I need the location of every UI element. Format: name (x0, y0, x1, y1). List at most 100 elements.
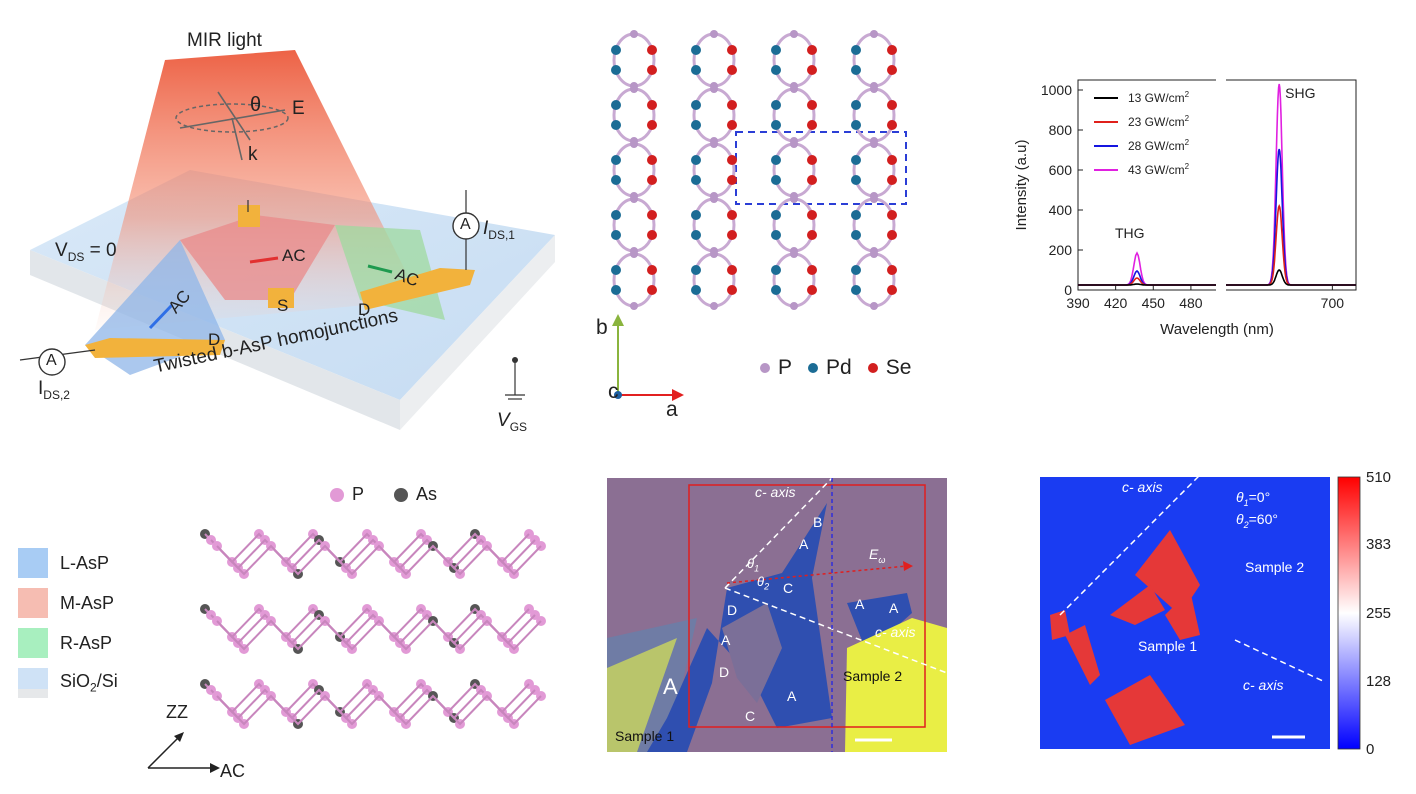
lattice-atom (727, 120, 737, 130)
lattice-ring (772, 87, 816, 143)
map-c-axis-top (1059, 474, 1201, 616)
lattice-atom-p (870, 195, 878, 203)
optical-letter-b: B (813, 514, 823, 530)
lattice-atom (727, 100, 737, 110)
bp-as-icon (394, 487, 409, 502)
optical-theta1: θ1 (747, 556, 759, 574)
x-tick-label: 450 (1142, 295, 1166, 311)
device-schematic: MIR light θ E k VDS = 0 IDS,1 IDS,2 VGS … (0, 0, 560, 470)
legend-label: 43 GW/cm2 (1128, 162, 1190, 177)
atom-legend-se: Se (867, 356, 911, 380)
lattice-atom-p (790, 30, 798, 38)
lattice-atom (807, 155, 817, 165)
field-arrow (217, 91, 251, 141)
lattice-atom (727, 65, 737, 75)
vgs-sub: GS (509, 419, 528, 434)
legend-r-asp-swatch (18, 628, 48, 658)
ammeter-left-label: A (46, 352, 57, 369)
lattice-ring (852, 32, 896, 88)
lattice-atom (647, 210, 657, 220)
lattice-atom (887, 120, 897, 130)
series-line-shg (1226, 148, 1356, 286)
legend-m-asp: M-AsP (18, 588, 178, 618)
lattice-atom (727, 230, 737, 240)
lattice-atom-p (790, 85, 798, 93)
atom-pd-icon (808, 363, 819, 373)
bp-chain (216, 694, 542, 726)
lattice-ring (692, 87, 736, 143)
bp-chain (210, 538, 536, 570)
polarization-ellipse (175, 103, 289, 133)
legend-sio2-label: SiO2/Si (60, 671, 118, 695)
lattice-atom-p (710, 140, 718, 148)
y-tick-label: 1000 (1041, 82, 1072, 98)
optical-theta1-sub: 1 (754, 563, 760, 574)
axis-break-gap (1216, 78, 1226, 292)
lattice-atom-p (710, 85, 718, 93)
shg-map-svg (1040, 474, 1361, 750)
axis-b-label: b (596, 316, 608, 339)
lattice-ring (772, 252, 816, 308)
lattice-atom (807, 230, 817, 240)
legend-r-asp: R-AsP (18, 628, 178, 658)
zz-arrow-head (174, 732, 184, 742)
lattice-atom (807, 65, 817, 75)
lattice-atom (647, 65, 657, 75)
ac-arrow-red (249, 256, 279, 264)
yellow-electrode-left (607, 638, 677, 752)
optical-theta2-sub: 2 (764, 581, 770, 592)
lattice-atom-p (790, 302, 798, 310)
map-c-axis-bottom-label: c- axis (1243, 677, 1284, 693)
lattice-atom-p (630, 85, 638, 93)
roi-box (688, 484, 926, 728)
lattice-atom (611, 285, 621, 295)
optical-e-omega: Eω (869, 546, 885, 565)
map-theta1: θ1=0° (1236, 489, 1270, 508)
flake-middle (180, 215, 335, 300)
legend-m-asp-swatch (18, 588, 48, 618)
ac-arrow-blue (148, 303, 174, 330)
lattice-atom (691, 45, 701, 55)
k-arrow (231, 117, 243, 161)
lattice-atom (611, 210, 621, 220)
bp-legend-p: P (330, 484, 364, 505)
ammeter-left-icon (38, 348, 66, 376)
axis-a-head (672, 389, 684, 401)
x-tick-label: 420 (1104, 295, 1128, 311)
legend-sio2-sub: 2 (90, 680, 97, 695)
map-flake-1 (1135, 530, 1200, 615)
bp-chain (210, 613, 536, 645)
lattice-atom-p (870, 85, 878, 93)
bp-legend: P As (330, 484, 437, 505)
bp-chain (216, 544, 542, 576)
lattice-atom (647, 285, 657, 295)
series-line-thg (1078, 269, 1216, 286)
map-c-axis-bottom (1234, 639, 1326, 683)
lattice-atom (691, 120, 701, 130)
lattice-atom (771, 265, 781, 275)
lattice-atom (807, 100, 817, 110)
lattice-atom (851, 210, 861, 220)
optical-image-svg (607, 478, 947, 752)
map-flake-5 (1105, 675, 1185, 745)
lattice-atom (727, 45, 737, 55)
y-tick-label: 600 (1049, 162, 1073, 178)
series-line-thg (1078, 277, 1216, 286)
vds-value: = 0 (84, 240, 117, 261)
lattice-atom (851, 100, 861, 110)
legend-sio2-tail: /Si (96, 671, 118, 692)
legend-r-asp-label: R-AsP (60, 632, 113, 653)
bp-chain (216, 619, 542, 651)
map-theta1-sub: 1 (1243, 497, 1249, 508)
flake-right-small (847, 593, 912, 653)
electrode-s (268, 288, 294, 308)
lattice-atom (887, 210, 897, 220)
flake-inner (722, 603, 782, 703)
lattice-ring (692, 32, 736, 88)
bp-chain (210, 688, 536, 720)
atom-legend: P Pd Se (760, 356, 911, 380)
map-flake-2 (1110, 585, 1165, 625)
lattice-ring (612, 87, 656, 143)
map-theta1-val: =0° (1248, 489, 1271, 505)
